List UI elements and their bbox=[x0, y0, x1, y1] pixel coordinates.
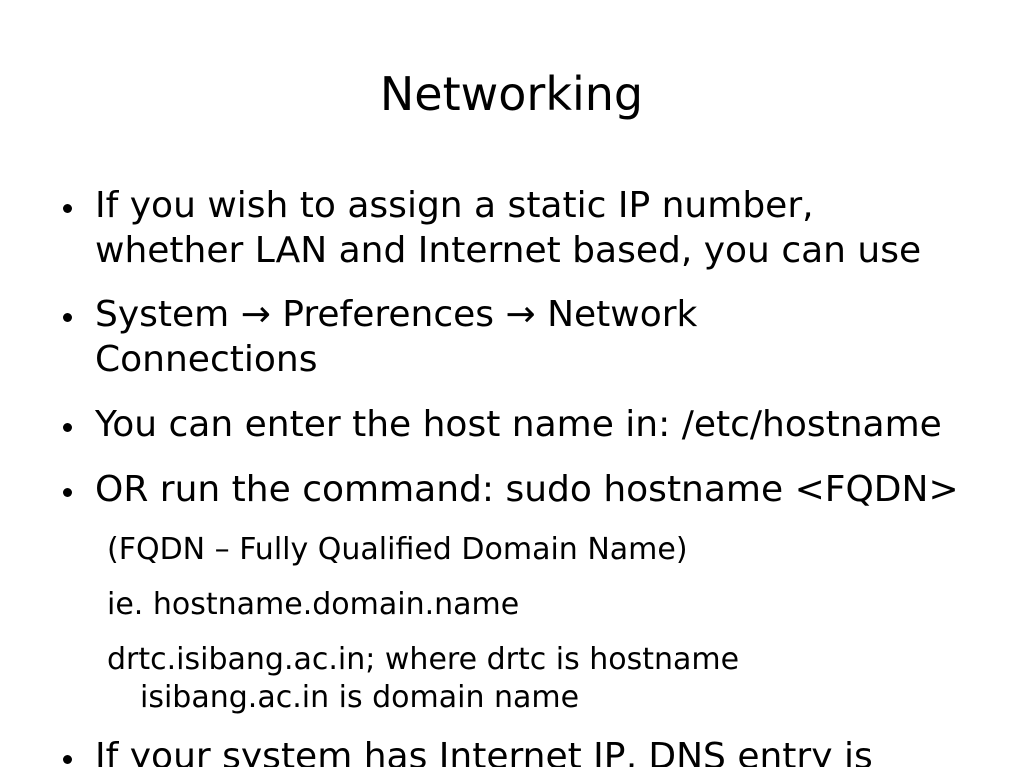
bullet-dot-icon bbox=[63, 755, 72, 764]
sub-line-example-host: drtc.isibang.ac.in; where drtc is hostna… bbox=[107, 642, 740, 677]
sub-line-example-domain: isibang.ac.in is domain name bbox=[140, 680, 580, 715]
bullet-text-line: Connections bbox=[95, 339, 318, 380]
sub-line-example-format: ie. hostname.domain.name bbox=[107, 587, 520, 622]
bullet-text-line: If your system has Internet IP, DNS entr… bbox=[95, 736, 873, 767]
bullet-text-line: System → Preferences → Network bbox=[95, 294, 698, 335]
bullet-dot-icon bbox=[63, 313, 72, 322]
bullet-text-line: If you wish to assign a static IP number… bbox=[95, 185, 814, 226]
bullet-text-line: whether LAN and Internet based, you can … bbox=[95, 230, 922, 271]
sub-line-fqdn: (FQDN – Fully Qualified Domain Name) bbox=[107, 532, 688, 567]
bullet-dot-icon bbox=[63, 488, 72, 497]
bullet-dot-icon bbox=[63, 204, 72, 213]
bullet-text-line: You can enter the host name in: /etc/hos… bbox=[95, 404, 942, 445]
bullet-dot-icon bbox=[63, 423, 72, 432]
slide-title: Networking bbox=[379, 67, 644, 121]
bullet-text-line: OR run the command: sudo hostname <FQDN> bbox=[95, 469, 959, 510]
